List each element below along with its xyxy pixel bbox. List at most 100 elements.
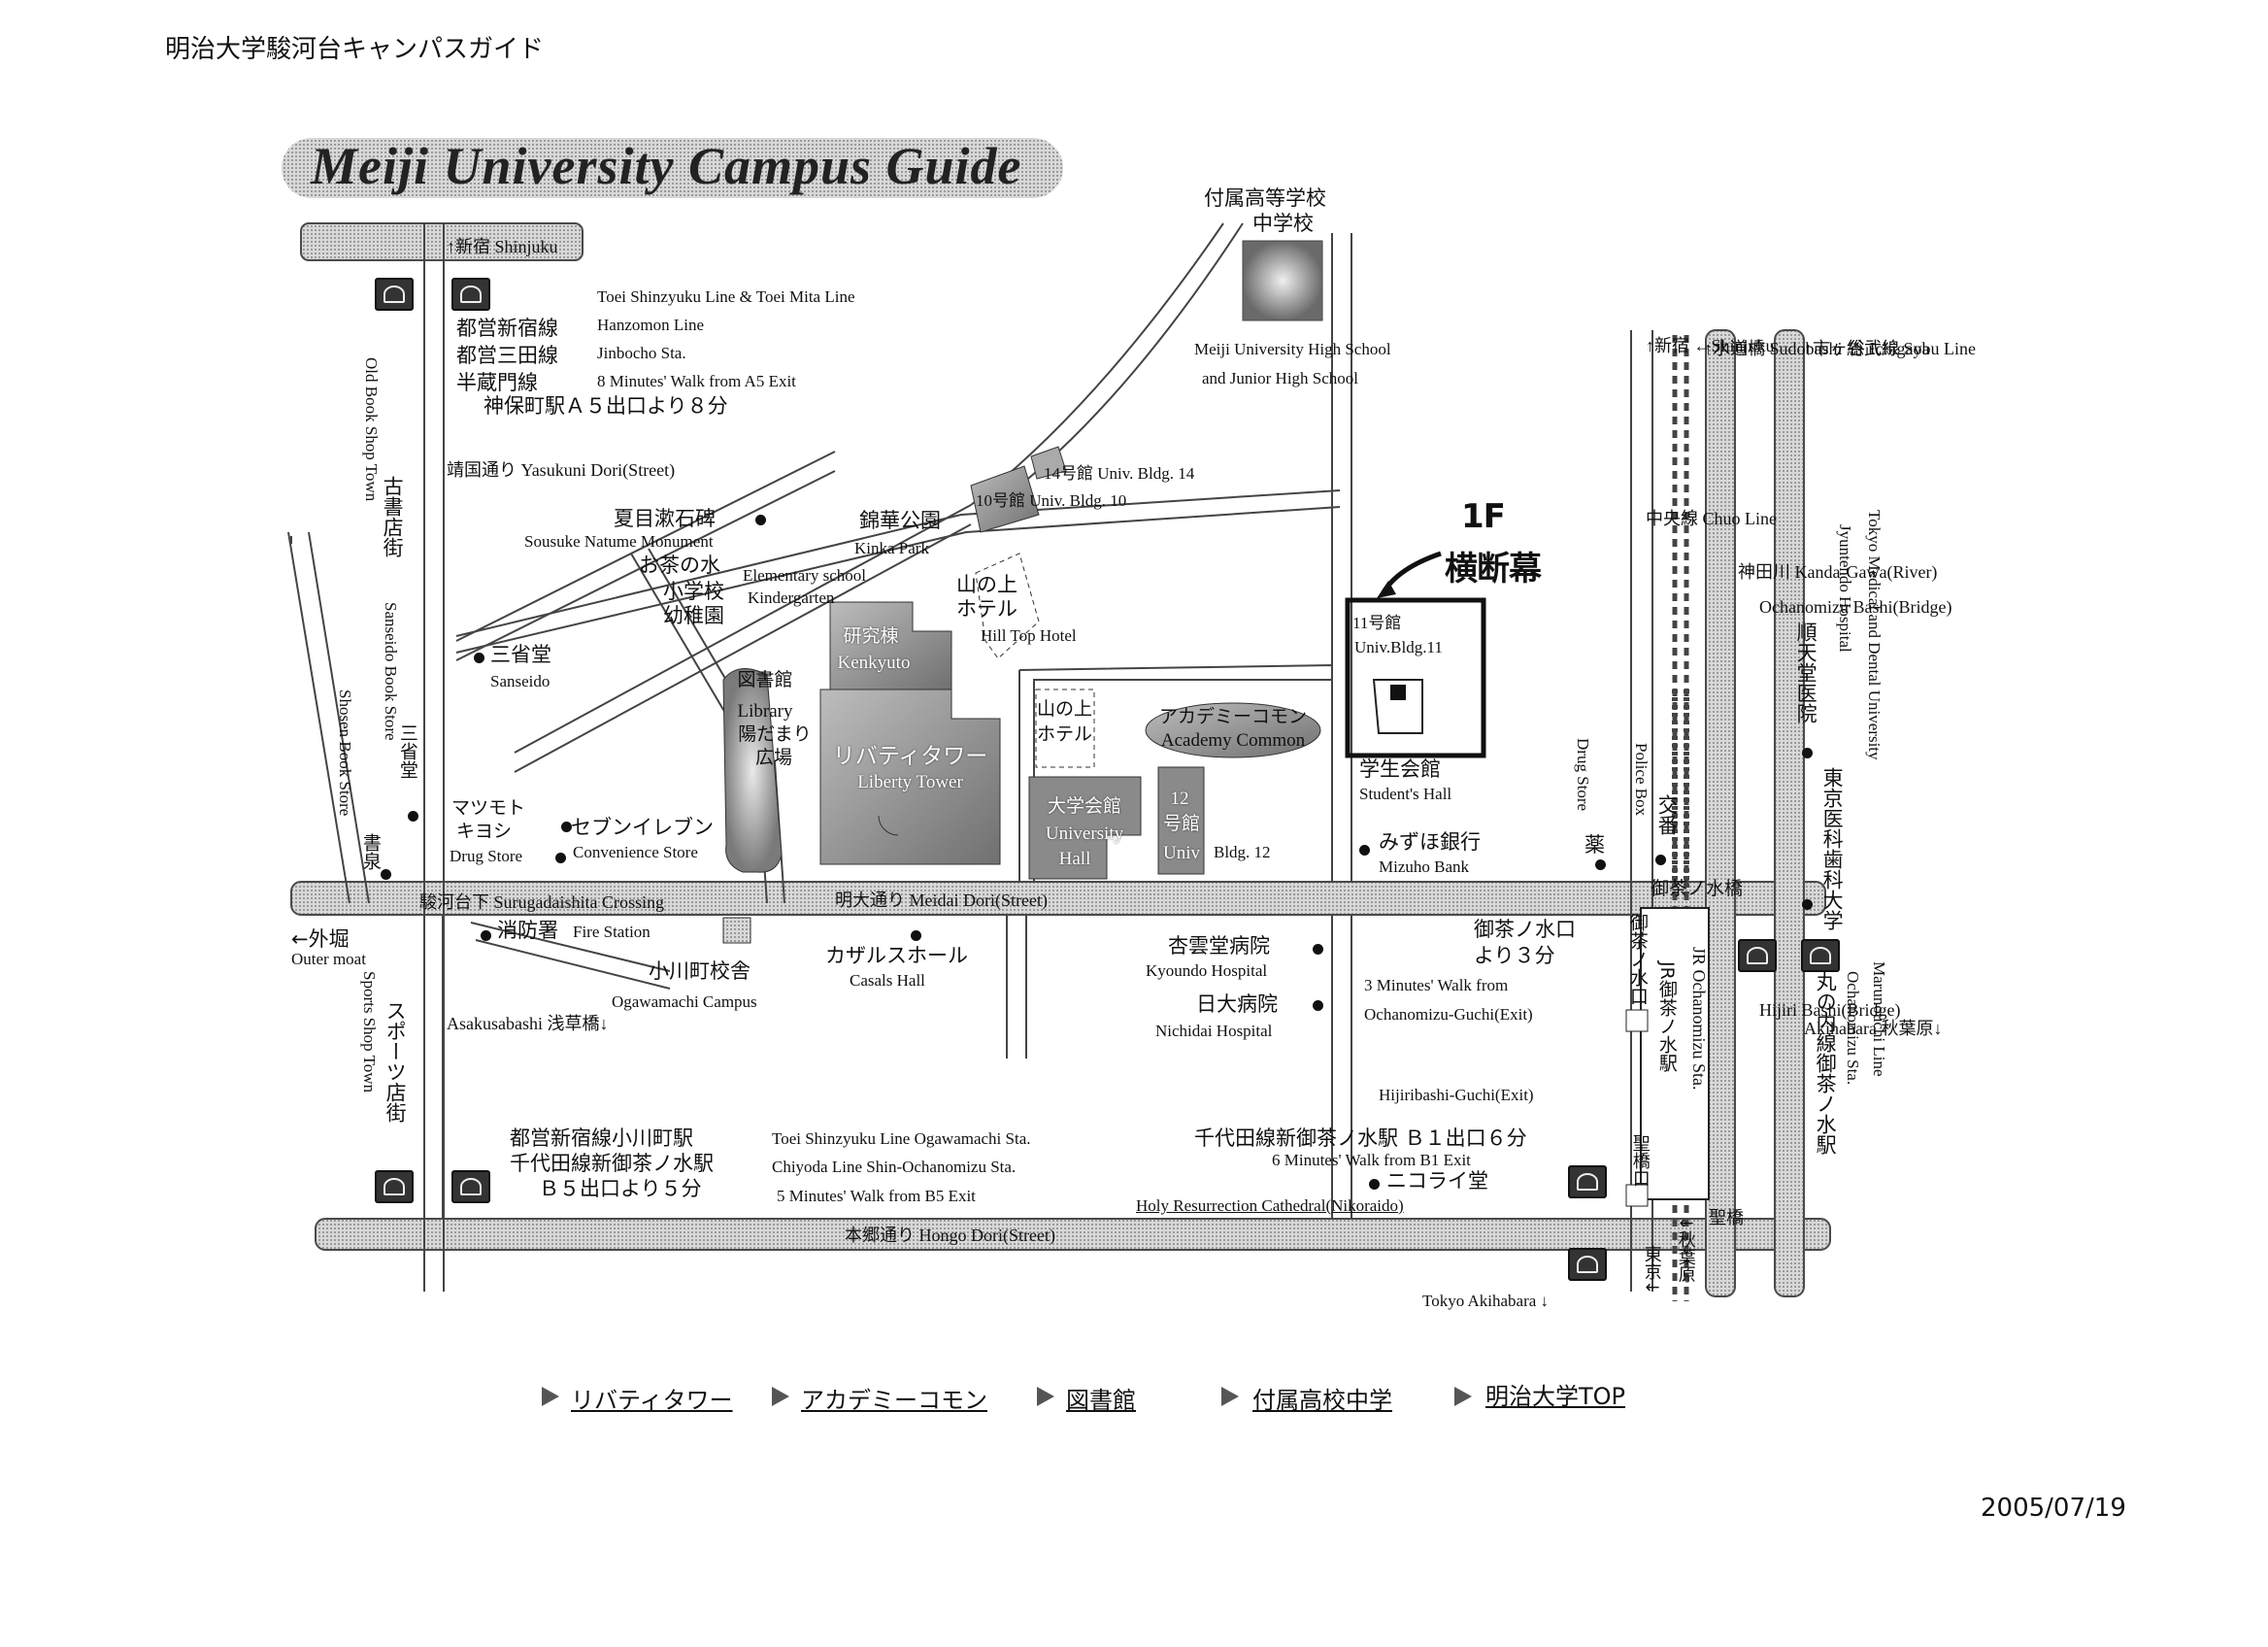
matsumoto-jp-2: キヨシ (456, 821, 513, 842)
landmark-dot (755, 515, 766, 525)
ogawamachi-sta-jp-2: 千代田線新御茶ノ水駅 (510, 1152, 714, 1175)
univ-hall-en-2: Hall (1058, 849, 1091, 869)
seven-jp: セブンイレブン (571, 816, 714, 839)
drug-store-e-en: Drug Store (1574, 738, 1592, 812)
bldg-12-jp-1: 12 (1170, 789, 1189, 809)
landmark-dot (381, 869, 391, 880)
road-yasukuni-vertical (423, 223, 445, 1292)
nav-library[interactable]: 図書館 (1066, 1387, 1136, 1414)
bldg-12-building (1157, 766, 1205, 875)
kenkyuto-jp: 研究棟 (843, 626, 899, 647)
ochanomizu-jp-1: 御茶ノ水口 (1474, 918, 1576, 941)
road-diagonal-mid (514, 504, 972, 773)
arrow-right-icon (1037, 1387, 1054, 1406)
subway-icon (451, 278, 490, 311)
sanseido-en: Sanseido (490, 672, 550, 690)
road-diagonal-north (455, 451, 836, 661)
school-jp-3: 幼稚園 (663, 604, 724, 627)
students-hall-jp: 学生会館 (1359, 757, 1441, 781)
ochanomizu-en-2: Ochanomizu-Guchi(Exit) (1364, 1005, 1533, 1024)
ogawamachi-sta-en-2: Chiyoda Line Shin-Ochanomizu Sta. (772, 1158, 1017, 1176)
handwritten-arrow (1381, 551, 1442, 594)
station-exit-1 (1625, 1009, 1649, 1032)
jinbocho-en-3: Jinbocho Sta. (597, 344, 686, 362)
hilltop-hotel-building (975, 553, 1040, 659)
jinbocho-jp-1: 都営新宿線 (456, 317, 558, 340)
outer-moat-jp: ←外堀 (291, 927, 350, 951)
bldg-10 (970, 465, 1040, 533)
sports-en: Sports Shop Town (360, 971, 379, 1093)
school-jp-1: お茶の水 (639, 554, 720, 577)
sanseido-book-en: Sanseido Book Store (382, 602, 400, 741)
jr-ochanomizu-jp: JR御茶ノ水駅 (1655, 961, 1678, 1072)
b1-jp: 千代田線新御茶ノ水駅 Ｂ１出口６分 (1194, 1126, 1527, 1150)
kyoundo-en: Kyoundo Hospital (1146, 961, 1268, 980)
nichidai-en: Nichidai Hospital (1155, 1022, 1273, 1040)
road-west-diagonal (287, 531, 370, 904)
handwritten-note: 横断幕 (1445, 550, 1542, 588)
nav-meiji-top[interactable]: 明治大学TOP (1485, 1383, 1626, 1410)
outer-moat-en: Outer moat (291, 950, 366, 968)
nav-liberty-tower[interactable]: リバティタワー (571, 1387, 733, 1414)
bldg-11-jp: 11号館 (1352, 614, 1402, 632)
landmark-dot (1369, 1179, 1380, 1190)
matsumoto-jp-1: マツモト (451, 797, 526, 819)
sanseido-jp: 三省堂 (490, 643, 551, 666)
kyoundo-jp: 杏雲堂病院 (1168, 934, 1270, 958)
subway-icon (1801, 939, 1840, 972)
road-meidai-dori (290, 881, 1826, 916)
subway-icon (375, 1170, 414, 1203)
high-school-en-2: and Junior High School (1202, 369, 1359, 387)
kinka-en: Kinka Park (854, 539, 929, 557)
library-jp-2: 陽だまり (738, 724, 812, 745)
nav-high-school[interactable]: 付属高校中学 (1252, 1387, 1392, 1414)
tmdu-jp: 東京医科歯科大学 (1820, 767, 1845, 930)
nav-academy-common[interactable]: アカデミーコモン (801, 1387, 987, 1414)
akihabara-jp-label: ↓秋葉原 (1675, 1216, 1696, 1284)
liberty-en: Liberty Tower (857, 772, 963, 792)
kenkyuto-en: Kenkyuto (837, 653, 911, 673)
road-hijiri-bridge (1774, 329, 1805, 1297)
casals-jp: カザルスホール (825, 944, 968, 967)
high-school-building (1242, 240, 1323, 321)
sanseido-book-jp: 三省堂 (396, 723, 418, 779)
kanda-river-label: 神田川 Kanda-Gawa(River) (1738, 562, 1938, 582)
hilltop-en: Hill Top Hotel (981, 626, 1077, 645)
bldg-14 (1030, 446, 1067, 480)
tokyo-jp-label: 東京↓ (1641, 1245, 1662, 1295)
sports-jp: スポーツ店街 (384, 1000, 408, 1123)
academy-en: Academy Common (1160, 730, 1306, 751)
jinbocho-jp-exit: 神保町駅Ａ５出口より８分 (484, 394, 728, 418)
jinbocho-jp-2: 都営三田線 (456, 344, 558, 367)
yamanoue-jp-1: 山の上 (1037, 698, 1093, 720)
university-hall-building (1028, 776, 1142, 880)
yamanoue-jp-2: ホテル (1037, 723, 1093, 745)
jinbocho-en-1: Toei Shinzyuku Line & Toei Mita Line (597, 287, 855, 306)
subway-icon (375, 278, 414, 311)
seven-en: Convenience Store (573, 843, 698, 861)
marunouchi-jp: 丸の内線御茶ノ水駅 (1814, 971, 1838, 1155)
handwritten-arrowhead (1377, 581, 1396, 598)
bldg-11-core (1390, 685, 1406, 700)
univ-hall-jp: 大学会館 (1047, 796, 1121, 817)
landmark-dot (1802, 899, 1813, 910)
library-jp-3: 広場 (754, 748, 792, 768)
nikolai-jp: ニコライ堂 (1386, 1169, 1488, 1193)
univ-hall-en-1: University (1045, 824, 1124, 844)
tokyo-akihabara-label: Tokyo Akihabara ↓ (1422, 1292, 1550, 1310)
fire-station-building (722, 917, 751, 944)
landmark-dot (555, 853, 566, 863)
jinbocho-en-2: Hanzomon Line (597, 316, 704, 334)
bldg-11-en: Univ.Bldg.11 (1354, 638, 1443, 656)
liberty-tower-building (819, 689, 1001, 865)
subway-icon (1738, 939, 1777, 972)
natsume-en: Sousuke Natume Monument (524, 532, 714, 551)
streets (287, 222, 1689, 1301)
rail-line-bold (1672, 689, 1689, 893)
road-long-diagonal (455, 489, 1341, 654)
school-jp-2: 小学校 (663, 580, 724, 603)
road-south-a (1006, 915, 1027, 1059)
main-roads (290, 222, 1831, 1297)
landmark-dot (1313, 1000, 1323, 1011)
